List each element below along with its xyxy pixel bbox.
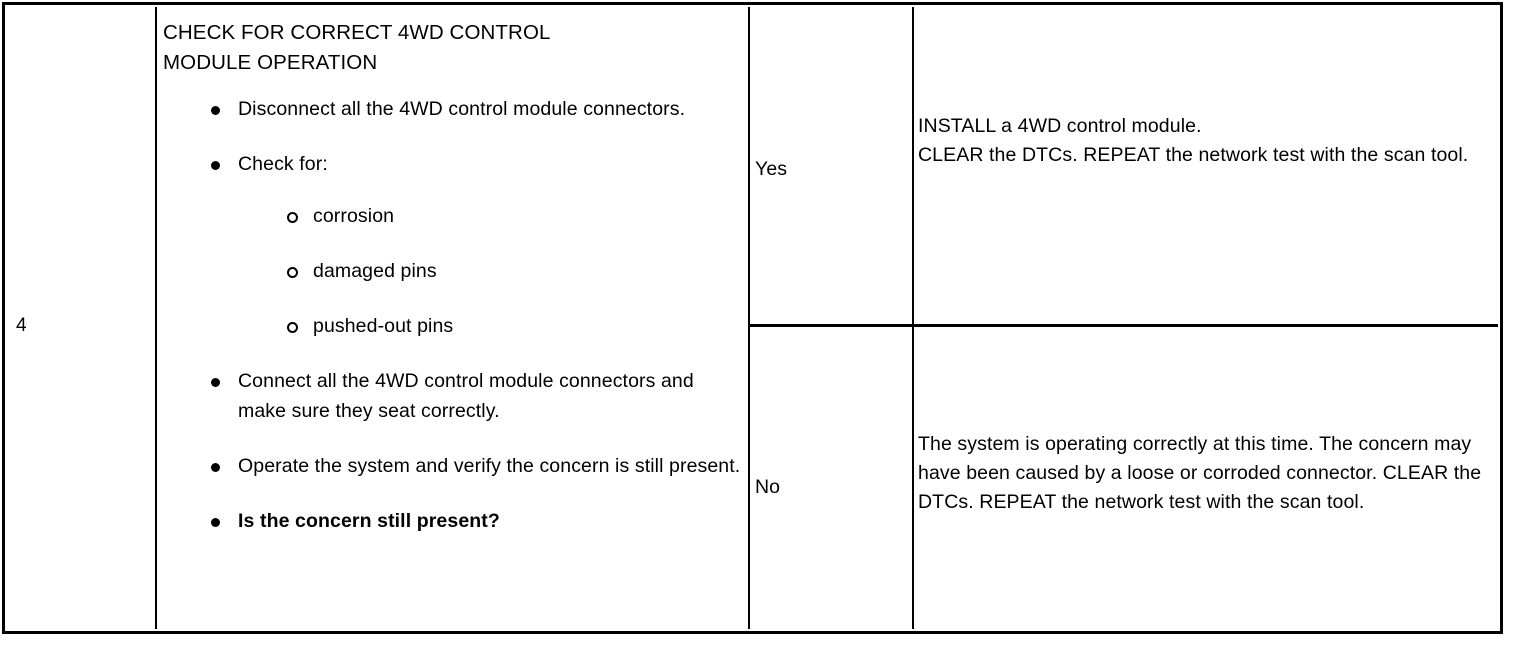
list-item-label: corrosion: [313, 205, 395, 227]
row-divider-yes-no: [748, 324, 1498, 327]
test-procedure-cell: CHECK FOR CORRECT 4WD CONTROL MODULE OPE…: [163, 18, 741, 561]
list-item: Operate the system and verify the concer…: [163, 451, 741, 481]
list-item: Is the concern still present?: [163, 506, 741, 536]
list-item: Check for: corrosion damaged pins pu: [163, 149, 741, 341]
filled-disc-bullet-icon: [211, 378, 220, 387]
filled-disc-bullet-icon: [211, 161, 220, 170]
test-title: CHECK FOR CORRECT 4WD CONTROL MODULE OPE…: [163, 21, 551, 74]
list-item: corrosion: [238, 201, 741, 231]
column-divider-action: [912, 7, 914, 629]
filled-disc-bullet-icon: [211, 106, 220, 115]
hollow-circle-bullet-icon: [287, 322, 298, 333]
hollow-circle-bullet-icon: [287, 267, 298, 278]
procedure-bullet-list: Disconnect all the 4WD control module co…: [163, 94, 741, 536]
filled-disc-bullet-icon: [211, 518, 220, 527]
step-number: 4: [16, 315, 27, 336]
list-item-label: Is the concern still present?: [238, 510, 500, 532]
list-item-label: pushed-out pins: [313, 315, 454, 337]
filled-disc-bullet-icon: [211, 463, 220, 472]
result-label-yes: Yes: [755, 158, 788, 180]
list-item-label: damaged pins: [313, 260, 437, 282]
list-item: Connect all the 4WD control module conne…: [163, 366, 741, 426]
action-text-yes: INSTALL a 4WD control module. CLEAR the …: [918, 115, 1469, 166]
list-item-label: Check for:: [238, 153, 328, 175]
list-item-label: Disconnect all the 4WD control module co…: [238, 98, 686, 120]
column-divider-result: [748, 7, 750, 629]
list-item: damaged pins: [238, 256, 741, 286]
pinpoint-test-table: 4 CHECK FOR CORRECT 4WD CONTROL MODULE O…: [2, 2, 1503, 634]
procedure-sub-bullet-list: corrosion damaged pins pushed-out pins: [238, 201, 741, 341]
result-label-no: No: [755, 476, 781, 498]
column-divider-step: [155, 7, 157, 629]
list-item: Disconnect all the 4WD control module co…: [163, 94, 741, 124]
list-item-label: Connect all the 4WD control module conne…: [238, 370, 694, 422]
hollow-circle-bullet-icon: [287, 212, 298, 223]
list-item-label: Operate the system and verify the concer…: [238, 455, 741, 477]
action-text-no: The system is operating correctly at thi…: [918, 433, 1482, 513]
list-item: pushed-out pins: [238, 311, 741, 341]
